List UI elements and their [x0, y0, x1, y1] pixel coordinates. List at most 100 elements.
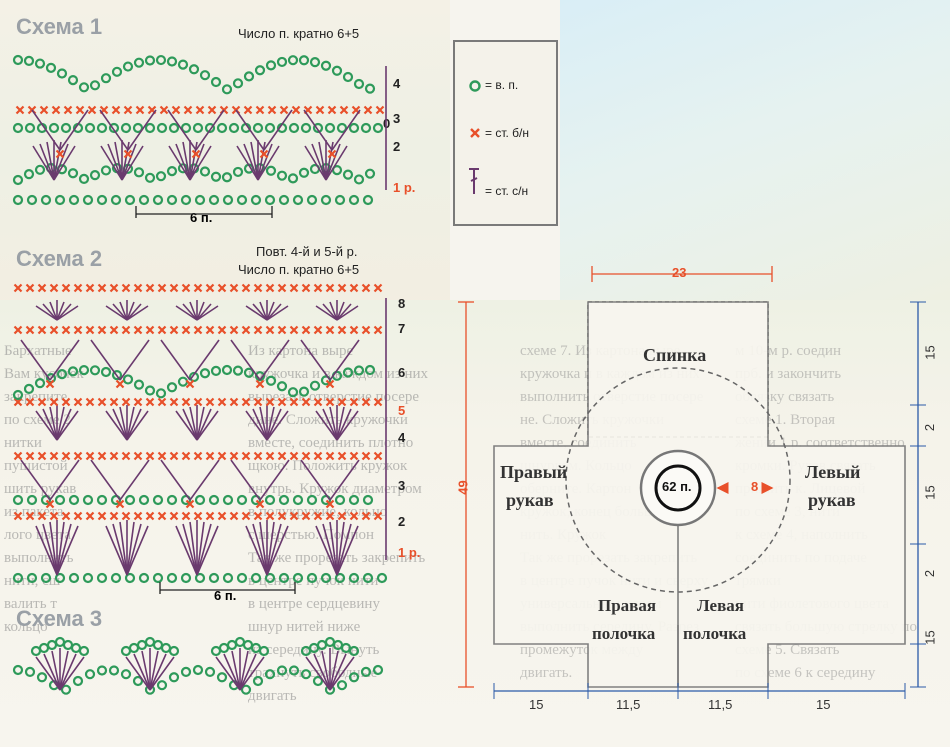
sc-stitch — [325, 451, 335, 461]
chain-stitch — [133, 379, 145, 390]
dc-stitch — [266, 301, 275, 321]
chain-stitch — [168, 122, 180, 134]
chain-stitch — [276, 56, 288, 68]
dc-stitch — [56, 406, 65, 441]
chain-stitch — [24, 122, 36, 134]
dc-stitch — [252, 523, 268, 576]
chain-stitch — [194, 572, 206, 584]
sc-stitch — [45, 379, 55, 389]
schema1-note: Число п. кратно 6+5 — [238, 26, 360, 41]
dc-stitch — [336, 525, 359, 576]
schema2-row-2: 2 — [398, 514, 406, 529]
sc-stitch — [191, 149, 201, 159]
dc-stitch — [35, 656, 61, 691]
dc-stitch — [189, 141, 198, 181]
chain-stitch — [48, 122, 60, 134]
chain-stitch — [287, 173, 299, 184]
dc-stitch — [329, 521, 338, 576]
dim-bottom-4: 15 — [816, 697, 831, 712]
chain-stitch — [82, 494, 94, 506]
sc-stitch — [349, 397, 359, 407]
dc-stitch — [32, 145, 55, 181]
sc-stitch — [49, 397, 59, 407]
chain-stitch — [152, 194, 164, 206]
dc-stitch — [231, 650, 241, 691]
chain-stitch — [62, 639, 74, 651]
dc-stitch — [175, 525, 198, 576]
chain-stitch — [312, 122, 324, 134]
chain-stitch — [331, 65, 343, 76]
chain-stitch — [122, 374, 134, 385]
schema2-row-6: 6 — [398, 365, 406, 380]
dc-stitch — [235, 109, 265, 151]
chain-stitch — [72, 675, 84, 687]
chain-stitch — [120, 122, 132, 134]
chain-stitch — [222, 494, 234, 506]
dc-stitch — [189, 459, 220, 501]
chain-stitch — [23, 55, 35, 67]
dc-stitch — [331, 109, 361, 151]
chain-stitch — [36, 672, 48, 683]
sc-stitch — [133, 325, 143, 335]
dc-stitch — [196, 410, 219, 441]
sc-stitch — [301, 451, 311, 461]
chain-stitch — [166, 494, 178, 506]
chain-stitch — [168, 672, 180, 683]
sc-stitch — [171, 105, 181, 115]
chain-stitch — [156, 122, 168, 134]
sc-stitch — [301, 397, 311, 407]
dc-stitch — [182, 523, 198, 576]
sc-stitch — [169, 397, 179, 407]
chain-stitch — [54, 572, 66, 584]
legend-dc-label: = ст. с/н — [485, 184, 529, 198]
sc-stitch — [279, 105, 289, 115]
sc-stitch — [109, 511, 119, 521]
dim-right-4: 2 — [922, 569, 938, 578]
sc-stitch — [241, 283, 251, 293]
dc-stitch — [182, 303, 198, 321]
sc-stitch — [73, 283, 83, 293]
chain-stitch — [152, 572, 164, 584]
sc-stitch — [325, 397, 335, 407]
sc-stitch — [217, 283, 227, 293]
sc-stitch — [265, 511, 275, 521]
dc-stitch — [266, 525, 289, 576]
dc-stitch — [257, 145, 280, 181]
dc-stitch — [59, 650, 69, 691]
sc-stitch — [301, 283, 311, 293]
chain-stitch — [334, 494, 346, 506]
chain-stitch — [226, 639, 238, 651]
sc-stitch — [253, 283, 263, 293]
chain-stitch — [258, 645, 270, 657]
dc-stitch — [329, 406, 338, 441]
dc-stitch — [160, 459, 191, 501]
sc-stitch — [277, 511, 287, 521]
dc-stitch — [257, 143, 273, 181]
sc-stitch — [39, 105, 49, 115]
chain-stitch — [166, 382, 178, 393]
dc-stitch — [175, 410, 198, 441]
dim-bottom-2: 11,5 — [616, 697, 641, 712]
sc-stitch — [85, 325, 95, 335]
sc-stitch — [313, 325, 323, 335]
sc-stitch — [63, 105, 73, 115]
chain-stitch — [56, 369, 68, 380]
dc-stitch — [329, 650, 339, 691]
chain-stitch — [56, 68, 68, 79]
dc-stitch — [112, 523, 128, 576]
chain-stitch — [89, 365, 101, 376]
sc-stitch — [87, 105, 97, 115]
chain-stitch — [298, 386, 310, 397]
chain-stitch — [208, 194, 220, 206]
sc-stitch — [241, 325, 251, 335]
chain-stitch — [342, 71, 354, 83]
dc-stitch — [189, 521, 198, 576]
dc-stitch — [336, 305, 359, 321]
label-left-sleeve-1: Левый — [805, 462, 861, 482]
dc-stitch — [182, 408, 198, 441]
dc-stitch — [196, 521, 205, 576]
sc-stitch — [349, 511, 359, 521]
sc-stitch — [169, 283, 179, 293]
sc-stitch — [265, 451, 275, 461]
chain-stitch — [376, 572, 388, 584]
